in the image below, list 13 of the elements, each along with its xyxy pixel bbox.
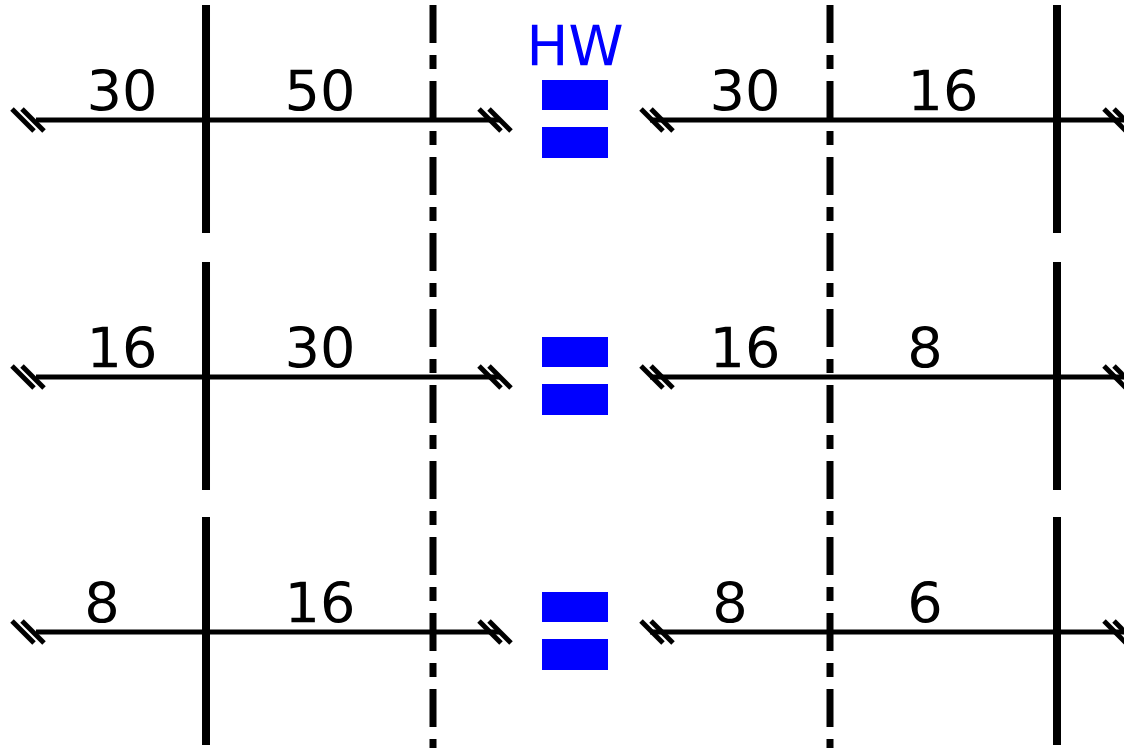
number-label: 16 (913, 68, 975, 112)
number-label: 8 (88, 580, 116, 624)
hw-label: HW (531, 24, 622, 66)
number-label: 30 (90, 68, 154, 112)
number-label: 8 (716, 580, 744, 624)
number-label: 30 (713, 68, 777, 112)
number-label: 6 (911, 580, 940, 624)
number-label: 30 (288, 325, 352, 369)
number-label: 8 (911, 325, 939, 369)
number-label: 16 (715, 325, 777, 369)
number-label: 50 (288, 68, 352, 112)
number-label: 16 (290, 580, 352, 624)
number-label: 16 (92, 325, 154, 369)
